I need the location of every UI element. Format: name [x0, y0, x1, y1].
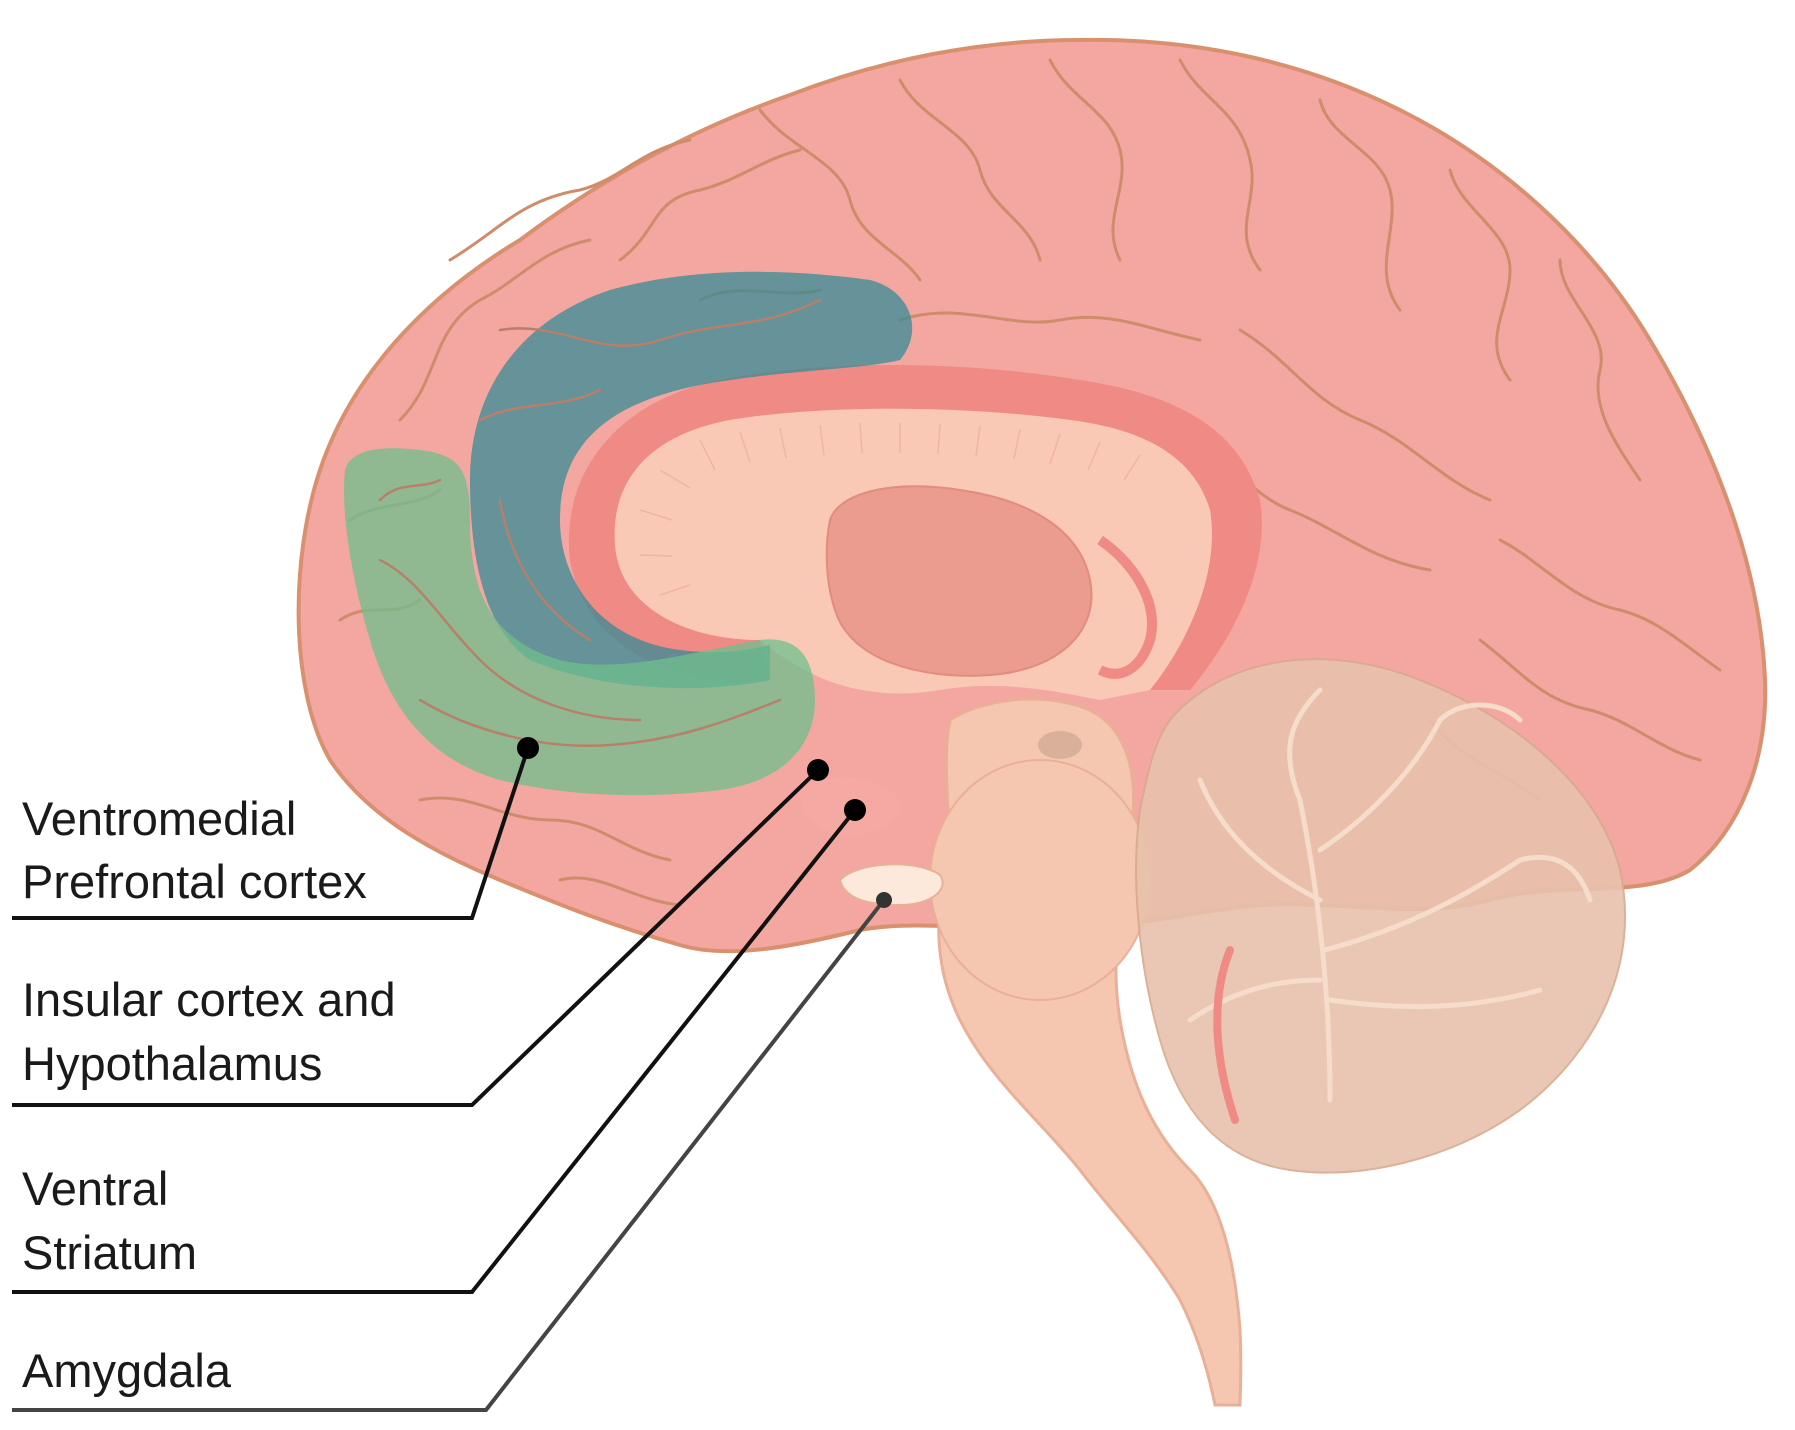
- label-vmpfc-line2: Prefrontal cortex: [22, 855, 367, 908]
- label-striatum-line1: Ventral: [22, 1162, 168, 1215]
- striatum-pointer-dot: [844, 799, 866, 821]
- thalamus: [825, 485, 1093, 677]
- fourth-ventricle: [1213, 946, 1239, 1124]
- label-insula-line2: Hypothalamus: [22, 1037, 322, 1090]
- label-striatum-line2: Striatum: [22, 1226, 197, 1279]
- acc-region: [470, 271, 913, 689]
- amygdala-leader: [12, 898, 886, 1412]
- cerebellum: [1135, 658, 1627, 1174]
- vmpfc-pointer-dot: [517, 737, 539, 759]
- label-amygdala: Amygdala: [22, 1344, 232, 1397]
- optic-chiasm: [838, 863, 944, 907]
- insula-pointer-dot: [807, 759, 829, 781]
- pons: [929, 759, 1151, 1001]
- insula-leader: [12, 768, 820, 1107]
- label-insula-line1: Insular cortex and: [22, 973, 396, 1026]
- inner-striations: [639, 422, 1141, 596]
- vmpfc-leader: [12, 747, 530, 920]
- vmpfc-region: [344, 448, 815, 796]
- mammillary-body: [1038, 731, 1082, 759]
- region-gyri: [378, 298, 822, 747]
- striatum-leader: [12, 808, 857, 1294]
- label-vmpfc-line1: Ventromedial: [22, 792, 296, 845]
- fornix: [1097, 535, 1157, 679]
- amygdala-pointer-dot: [876, 892, 892, 908]
- corpus-callosum: [568, 365, 1262, 690]
